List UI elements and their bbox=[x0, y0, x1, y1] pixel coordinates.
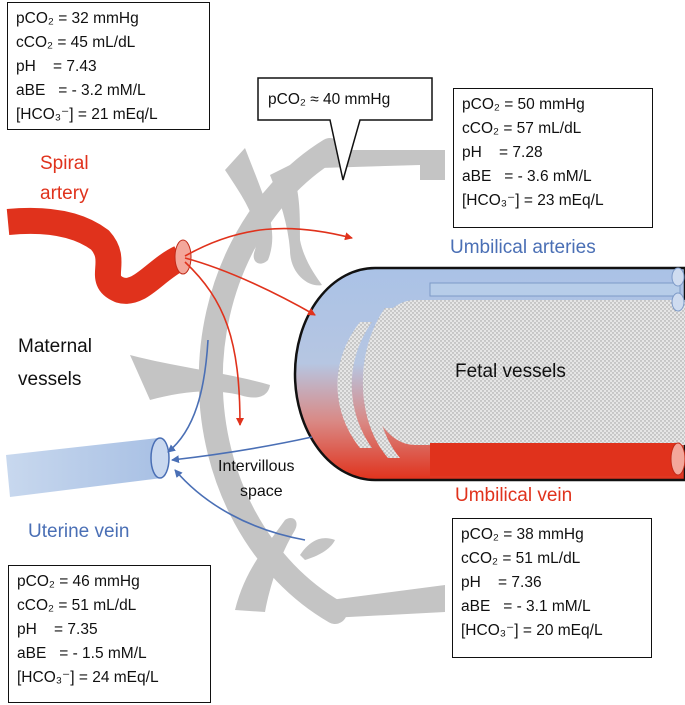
intervillous-space-label-line2: space bbox=[240, 483, 283, 500]
maternal-vessels-label-line2: vessels bbox=[18, 369, 82, 390]
cco2-value: cCO₂ = 51 mL/dL bbox=[461, 550, 581, 567]
fetal-vessels-label: Fetal vessels bbox=[455, 361, 566, 382]
spiral-artery-vessel bbox=[6, 207, 192, 304]
abe-value: aBE = - 3.1 mM/L bbox=[461, 598, 591, 615]
ph-value: pH = 7.36 bbox=[461, 574, 542, 591]
hco3-value: [HCO₃⁻] = 24 mEq/L bbox=[17, 669, 159, 686]
placenta-wall bbox=[130, 138, 445, 624]
pco2-value: pCO₂ = 32 mmHg bbox=[16, 10, 139, 27]
abe-value: aBE = - 3.6 mM/L bbox=[462, 168, 592, 185]
spiral-artery-values-box: pCO₂ = 32 mmHg cCO₂ = 45 mL/dL pH = 7.43… bbox=[7, 2, 210, 130]
maternal-vessels-label-line1: Maternal bbox=[18, 336, 92, 357]
pco2-value: pCO₂ = 46 mmHg bbox=[17, 573, 140, 590]
hco3-value: [HCO₃⁻] = 21 mEq/L bbox=[16, 106, 158, 123]
uterine-vein-vessel bbox=[6, 437, 170, 497]
spiral-artery-label-line1: Spiral bbox=[40, 153, 89, 174]
cco2-value: cCO₂ = 51 mL/dL bbox=[17, 597, 137, 614]
spiral-artery-label-line2: artery bbox=[40, 183, 89, 204]
umbilical-arteries-values-box: pCO₂ = 50 mmHg cCO₂ = 57 mL/dL pH = 7.28… bbox=[453, 88, 653, 228]
abe-value: aBE = - 1.5 mM/L bbox=[17, 645, 147, 662]
intervillous-pco2-value: pCO₂ ≈ 40 mmHg bbox=[268, 91, 391, 108]
hco3-value: [HCO₃⁻] = 20 mEq/L bbox=[461, 622, 603, 639]
pco2-value: pCO₂ = 50 mmHg bbox=[462, 96, 585, 113]
cco2-value: cCO₂ = 45 mL/dL bbox=[16, 34, 136, 51]
umbilical-vein-label: Umbilical vein bbox=[455, 485, 573, 506]
umbilical-arteries-label: Umbilical arteries bbox=[450, 237, 596, 258]
venous-return-arrows bbox=[167, 339, 313, 541]
ph-value: pH = 7.43 bbox=[16, 58, 97, 75]
intervillous-pco2-box: pCO₂ ≈ 40 mmHg bbox=[260, 85, 430, 115]
maternal-arterial-flow-arrows bbox=[184, 227, 353, 426]
intervillous-space-label-line1: Intervillous bbox=[218, 458, 295, 475]
uterine-vein-label: Uterine vein bbox=[28, 521, 130, 542]
uterine-vein-values-box: pCO₂ = 46 mmHg cCO₂ = 51 mL/dL pH = 7.35… bbox=[8, 565, 211, 703]
hco3-value: [HCO₃⁻] = 23 mEq/L bbox=[462, 192, 604, 209]
ph-value: pH = 7.35 bbox=[17, 621, 98, 638]
fetal-vessels-body bbox=[293, 266, 685, 482]
intervillous-callout bbox=[257, 77, 433, 181]
cco2-value: cCO₂ = 57 mL/dL bbox=[462, 120, 582, 137]
ph-value: pH = 7.28 bbox=[462, 144, 543, 161]
umbilical-vein-values-box: pCO₂ = 38 mmHg cCO₂ = 51 mL/dL pH = 7.36… bbox=[452, 518, 652, 658]
pco2-value: pCO₂ = 38 mmHg bbox=[461, 526, 584, 543]
abe-value: aBE = - 3.2 mM/L bbox=[16, 82, 146, 99]
